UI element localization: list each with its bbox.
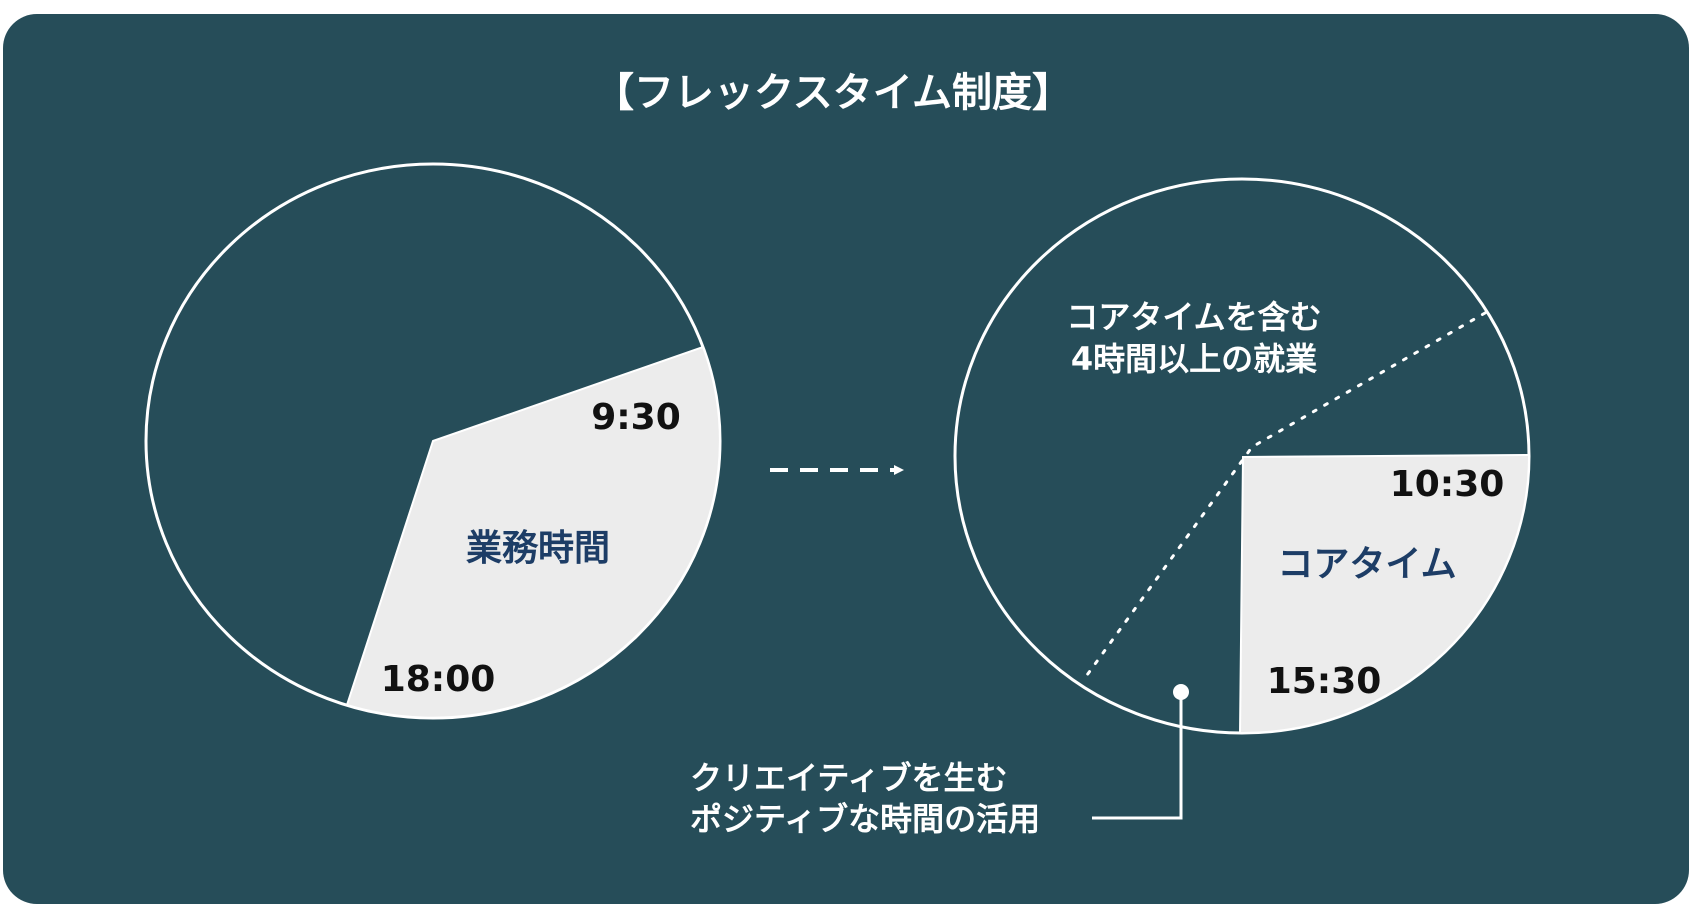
left-end-time: 18:00 [381,659,496,700]
callout-leader-line [1092,692,1183,820]
left-work-hours-slice [345,345,721,719]
right-clock: コアタイムを含む 4時間以上の就業 10:30 コアタイム 15:30 [953,177,1531,735]
right-core-time-slice [1238,453,1531,735]
diagram-title: 【フレックスタイム制度】 [594,70,1072,116]
left-slice-label: 業務時間 [466,528,610,569]
left-start-time: 9:30 [591,397,681,438]
callout: クリエイティブを生む ポジティブな時間の活用 [690,684,1189,838]
flex-range-dotted-line [1080,311,1487,684]
right-flex-label-line2: 4時間以上の就業 [1071,340,1317,378]
right-flex-label-line1: コアタイムを含む [1066,298,1321,336]
right-start-time: 10:30 [1390,464,1505,505]
left-clock: 9:30 業務時間 18:00 [144,162,722,720]
right-end-time: 15:30 [1267,661,1382,702]
callout-text-line2: ポジティブな時間の活用 [690,800,1040,838]
callout-text-line1: クリエイティブを生む [690,759,1007,797]
right-core-label: コアタイム [1277,544,1456,585]
